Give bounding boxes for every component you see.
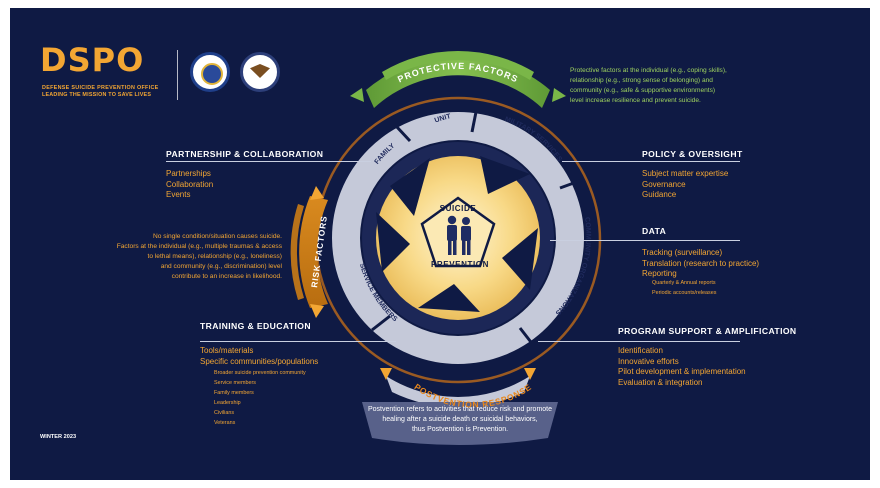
training-rule — [200, 341, 396, 342]
protective-desc-line: community (e.g., safe & supportive envir… — [570, 87, 716, 94]
program-item: Evaluation & integration — [618, 377, 703, 387]
data-item: Reporting — [642, 269, 677, 278]
postvention-desc-line: Postvention refers to activities that re… — [367, 406, 553, 413]
policy-list: Subject matter expertise Governance Guid… — [642, 169, 728, 201]
aperture — [376, 156, 540, 320]
seal-icon — [190, 52, 230, 92]
program-item: Innovative efforts — [618, 356, 679, 366]
partnership-list: Partnerships Collaboration Events — [166, 169, 213, 201]
protective-desc-line: level increase resilience and prevent su… — [570, 97, 701, 104]
postvention-desc-line: healing after a suicide death or suicida… — [382, 416, 538, 423]
postvention-arrow-right-icon — [524, 368, 536, 380]
protective-factors-description: Protective factors at the individual (e.… — [570, 66, 727, 106]
dod-seal-icon — [240, 52, 280, 92]
partnership-rule — [166, 161, 371, 162]
training-subitem: Civilians — [214, 410, 235, 416]
dspo-logo-text: DSPO — [40, 41, 145, 79]
program-title: PROGRAM SUPPORT & AMPLIFICATION — [618, 326, 797, 336]
training-subitem: Service members — [214, 380, 256, 386]
training-subitem: Veterans — [214, 420, 236, 426]
program-list: Identification Innovative efforts Pilot … — [618, 346, 746, 388]
risk-arrow-up-icon — [310, 186, 324, 200]
protective-arrow-left-icon — [350, 88, 364, 102]
program-item: Pilot development & implementation — [618, 367, 746, 376]
service-members-silhouette-icon — [447, 215, 471, 255]
training-title: TRAINING & EDUCATION — [200, 321, 311, 331]
policy-item: Guidance — [642, 190, 677, 199]
training-list: Tools/materials Specific communities/pop… — [200, 346, 318, 367]
protective-desc-line: relationship (e.g., strong sense of belo… — [570, 77, 713, 84]
program-item: Identification — [618, 346, 663, 355]
policy-rule — [562, 161, 740, 162]
training-subitem: Family members — [214, 390, 254, 396]
protective-desc-line: Protective factors at the individual (e.… — [570, 67, 727, 74]
protective-arrow-right-icon — [552, 88, 566, 102]
data-item: Translation (research to practice) — [642, 258, 760, 268]
risk-desc-line: No single condition/situation causes sui… — [152, 233, 282, 240]
training-item: Specific communities/populations — [200, 356, 319, 366]
risk-factors-description: No single condition/situation causes sui… — [82, 232, 282, 282]
risk-factors-banner-edge — [290, 204, 304, 300]
data-rule — [550, 240, 740, 241]
postvention-desc-box — [362, 402, 558, 445]
office-name: DEFENSE SUICIDE PREVENTION OFFICE — [42, 85, 159, 91]
training-subitem: Leadership — [214, 400, 241, 406]
segment-band — [332, 112, 584, 364]
program-rule — [538, 341, 740, 342]
risk-desc-line: and community (e.g., discrimination) lev… — [160, 263, 282, 270]
prevention-diagram: PROTECTIVE FACTORS POSTVENTION RESPONSE … — [290, 50, 602, 445]
risk-arrow-down-icon — [310, 304, 324, 318]
data-title: DATA — [642, 226, 667, 236]
policy-item: Subject matter expertise — [642, 169, 729, 178]
partnership-item: Collaboration — [166, 179, 214, 189]
poster: PROTECTIVE FACTORS POSTVENTION RESPONSE … — [10, 8, 870, 480]
policy-item: Governance — [642, 179, 686, 189]
risk-desc-line: Factors at the individual (e.g., multipl… — [116, 243, 282, 250]
protective-factors-banner-top — [382, 50, 534, 80]
segment-unit-label: UNIT — [434, 113, 453, 124]
center-prevention-label: PREVENTION — [431, 260, 489, 269]
risk-desc-line: to lethal means), relationship (e.g., lo… — [147, 253, 282, 260]
partnership-item: Events — [166, 190, 191, 199]
postvention-arrow-left-icon — [380, 368, 392, 380]
policy-title: POLICY & OVERSIGHT — [642, 149, 743, 159]
training-subitem: Broader suicide prevention community — [214, 370, 306, 376]
risk-desc-line: contribute to an increase in likelihood. — [171, 273, 282, 280]
training-item: Tools/materials — [200, 346, 254, 355]
logo-divider — [177, 50, 178, 100]
segment-dividers — [371, 111, 583, 347]
postvention-banner — [386, 376, 530, 408]
risk-factors-banner — [299, 196, 328, 308]
partnership-item: Partnerships — [166, 169, 211, 178]
postvention-description: Postvention refers to activities that re… — [362, 405, 558, 435]
postvention-desc-line: thus Postvention is Prevention. — [411, 426, 509, 433]
partnership-title: PARTNERSHIP & COLLABORATION — [166, 149, 324, 159]
data-sublist: Quarterly & Annual reports Periodic acco… — [652, 278, 716, 298]
data-list: Tracking (surveillance) Translation (res… — [642, 248, 759, 280]
tagline: LEADING THE MISSION TO SAVE LIVES — [42, 92, 152, 98]
training-sublist: Broader suicide prevention community Ser… — [214, 368, 306, 428]
data-item: Tracking (surveillance) — [642, 248, 723, 257]
data-subitem: Quarterly & Annual reports — [652, 280, 716, 286]
center-suicide-label: SUICIDE — [440, 204, 477, 213]
dspo-logo: DSPO — [40, 44, 144, 76]
footer-date: WINTER 2023 — [40, 434, 77, 440]
protective-factors-banner — [366, 56, 550, 108]
data-subitem: Periodic accounts/releases — [652, 290, 717, 296]
